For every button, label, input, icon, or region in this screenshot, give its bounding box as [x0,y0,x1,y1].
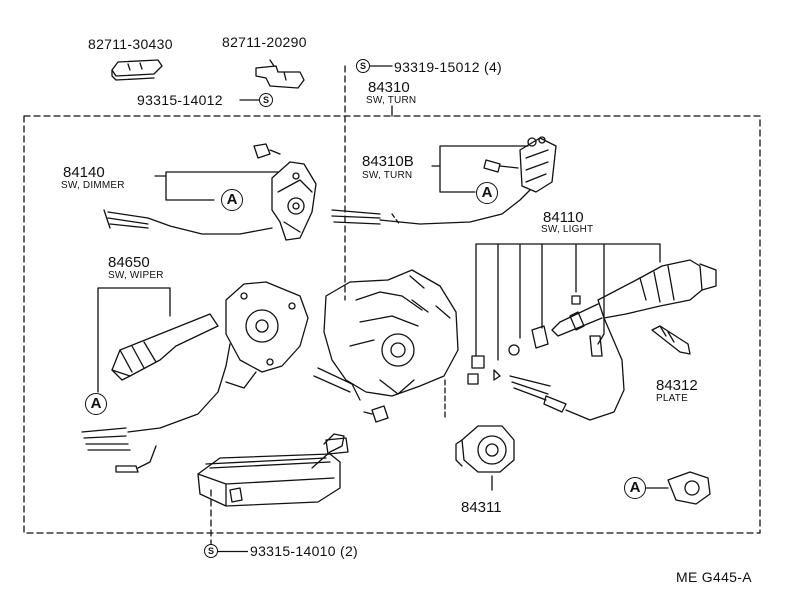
part-number-84310: 84310 [368,79,410,96]
plate-84312 [651,325,691,355]
part-number-82711-30430: 82711-30430 [88,36,173,52]
control-module [197,433,349,507]
wiper-switch-84650 [81,281,309,473]
symbol-a-84650: A [85,393,107,415]
assembly-frame [23,115,761,534]
symbol-s-93315-14010: S [204,544,218,558]
turn-switch-84310b [331,136,557,225]
symbol-s-93319-15012: S [356,59,370,73]
connector-leader-right [391,213,401,226]
part-number-84110: 84110 [543,209,584,226]
part-desc-84310: SW, TURN [366,95,417,106]
housing-84311 [455,425,515,491]
part-number-84312: 84312 [656,377,698,394]
part-number-84310b: 84310B [362,153,414,170]
part-desc-84650: SW, WIPER [108,270,164,281]
part-number-93319-15012: 93319-15012 (4) [394,59,503,75]
part-desc-84310b: SW, TURN [362,170,413,181]
leader-84310b [431,145,529,193]
clip-82711-20290 [255,59,305,89]
symbol-a-84310b: A [476,182,498,204]
part-number-82711-20290: 82711-20290 [222,34,307,50]
clamp [645,471,711,505]
diagram-code: ME G445-A [676,569,752,585]
dimmer-switch-84140 [103,143,317,241]
part-number-84311: 84311 [461,499,502,516]
part-number-84140: 84140 [63,164,105,181]
light-switch-84110 [467,243,717,421]
part-desc-84140: SW, DIMMER [61,180,125,191]
symbol-s-93315-14012: S [259,93,273,107]
part-desc-84110: SW, LIGHT [541,224,594,235]
part-number-84650: 84650 [108,254,150,271]
part-number-93315-14010: 93315-14010 (2) [250,543,359,559]
symbol-a-clamp: A [624,477,646,499]
part-number-93315-14012: 93315-14012 [137,92,223,108]
center-housing [313,269,459,423]
part-desc-84312: PLATE [656,393,688,404]
leader-93315-14010 [218,550,248,553]
symbol-a-84140: A [221,189,243,211]
clip-82711-30430 [111,59,163,81]
